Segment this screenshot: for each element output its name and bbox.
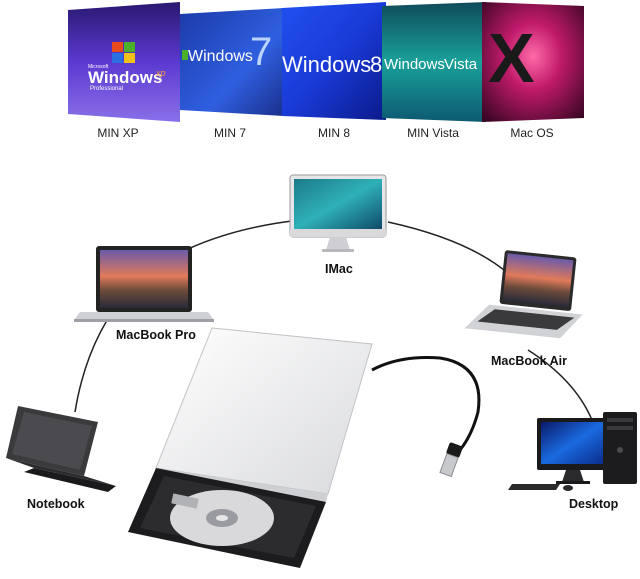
vista-background bbox=[382, 2, 486, 122]
os-caption-xp: MIN XP bbox=[97, 126, 139, 140]
xp-logo-main: Windows bbox=[88, 68, 163, 87]
os-tile-w7: Windows 7 bbox=[180, 2, 284, 120]
xp-background bbox=[68, 2, 180, 122]
os-tile-xp: Microsoft Windows xp Professional bbox=[68, 2, 180, 122]
notebook-icon bbox=[6, 406, 116, 492]
os-tile-vista: Windows Vista bbox=[382, 2, 486, 122]
os-support-strip: Microsoft Windows xp Professional Window… bbox=[0, 0, 640, 150]
xp-logo-sub: Professional bbox=[90, 86, 124, 92]
os-caption-mac: Mac OS bbox=[510, 126, 554, 140]
os-caption-w8: MIN 8 bbox=[317, 126, 350, 140]
notebook-label: Notebook bbox=[27, 497, 85, 511]
w8-logo-main: Windows bbox=[282, 52, 372, 77]
os-tile-mac: X bbox=[482, 2, 584, 122]
macbook-pro-icon bbox=[74, 246, 214, 322]
usb-cable bbox=[371, 356, 481, 451]
mac-logo-main: X bbox=[488, 19, 535, 97]
link-imac-mbair bbox=[387, 221, 511, 276]
imac-icon bbox=[289, 174, 387, 252]
xp-logo-small: Microsoft bbox=[88, 64, 109, 70]
os-caption-vista: MIN Vista bbox=[407, 126, 459, 140]
usb-plug-icon bbox=[439, 442, 463, 478]
w8-logo-num: 8 bbox=[370, 52, 383, 77]
vista-logo-sub: Vista bbox=[444, 56, 478, 73]
connectivity-diagram bbox=[6, 174, 637, 568]
desktop-label: Desktop bbox=[569, 497, 619, 511]
xp-logo-sup: xp bbox=[156, 68, 166, 78]
macbook-pro-label: MacBook Pro bbox=[116, 328, 196, 342]
optical-drive-icon bbox=[128, 327, 373, 568]
windows-flag-icon bbox=[112, 42, 135, 63]
macbook-air-label: MacBook Air bbox=[491, 354, 567, 368]
link-mbair-desktop bbox=[527, 349, 593, 421]
os-caption-w7: MIN 7 bbox=[213, 126, 246, 140]
vista-logo-main: Windows bbox=[384, 56, 445, 73]
w8-background bbox=[282, 2, 386, 120]
macbook-air-icon bbox=[464, 250, 583, 339]
os-tile-w8: Windows 8 bbox=[282, 2, 386, 120]
imac-label: IMac bbox=[325, 262, 353, 276]
mac-background bbox=[482, 2, 584, 122]
w7-logo-num: 7 bbox=[250, 30, 273, 74]
w7-background bbox=[180, 8, 284, 116]
desktop-icon bbox=[508, 412, 637, 491]
w7-logo-main: Windows bbox=[188, 48, 253, 65]
